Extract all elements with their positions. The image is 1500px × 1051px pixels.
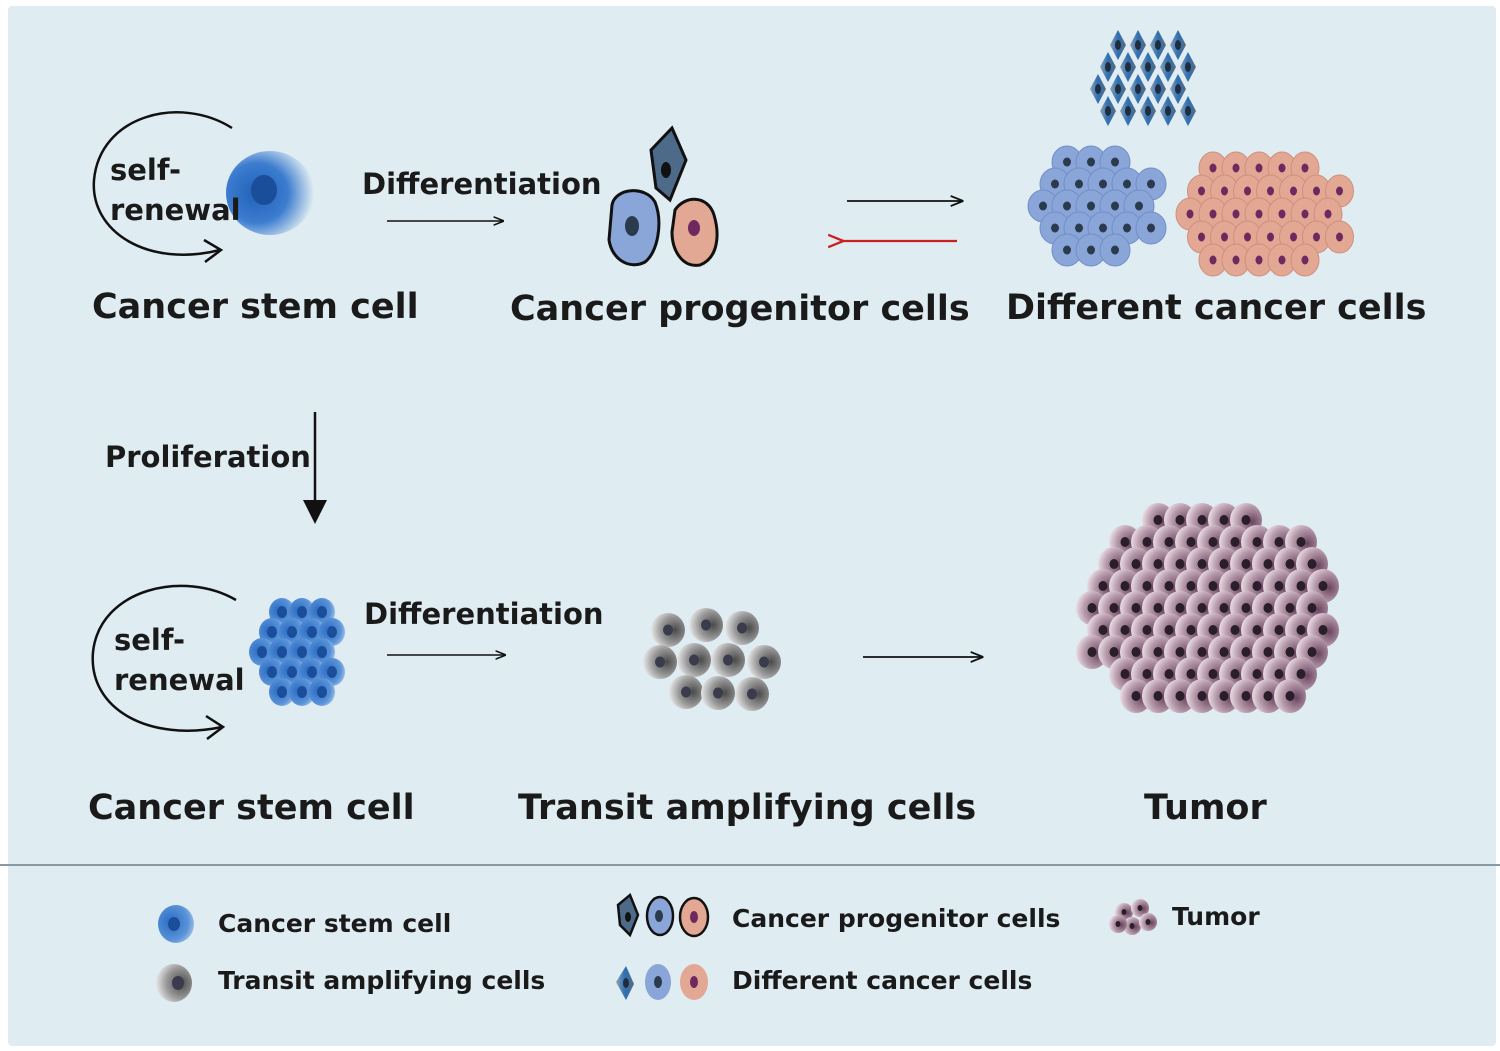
self-renewal-label-top: self- renewal (110, 153, 241, 227)
tumor-cluster (1076, 503, 1339, 713)
cancer-progenitor-cells-title: Cancer progenitor cells (510, 289, 970, 329)
pink-cancer-cell (1221, 243, 1251, 277)
tumor-cell (1208, 679, 1240, 713)
transit-amplifying-cell (747, 645, 781, 679)
dark-cancer-cell-nucleus (1175, 40, 1181, 50)
cancer-stem-cell-title-top: Cancer stem cell (92, 287, 419, 327)
dark-cancer-cell-nucleus (1105, 106, 1111, 116)
legend-tumor-label: Tumor (1172, 902, 1260, 931)
legend-different-icon (616, 964, 708, 1000)
stem-cell (309, 678, 335, 706)
dark-cancer-cell-nucleus (1105, 62, 1111, 72)
transit-amplifying-cell (669, 675, 703, 709)
proliferation-label: Proliferation (105, 440, 311, 474)
tumor-cell (1164, 679, 1196, 713)
stem-cell-cluster (249, 598, 345, 706)
dark-cancer-cell-nucleus (1115, 40, 1121, 50)
legend-different-label: Different cancer cells (732, 966, 1033, 995)
dark-cancer-cell-nucleus (1175, 84, 1181, 94)
blue-cancer-cell (1135, 211, 1167, 245)
dark-cancer-cell-nucleus (1095, 84, 1101, 94)
cancer-stem-cell-title-bottom: Cancer stem cell (88, 788, 415, 828)
dark-cancer-cell-nucleus (1155, 40, 1161, 50)
tumor-cell (1142, 679, 1174, 713)
legend-tumor-icon (1109, 899, 1157, 935)
dark-cancer-cell-nucleus (1125, 106, 1131, 116)
proliferation-arrow (303, 412, 327, 524)
transit-amplifying-cell (735, 677, 769, 711)
legend-stem-icon (158, 905, 194, 943)
transit-amplifying-cell (643, 645, 677, 679)
dark-cancer-cell-nucleus (1185, 62, 1191, 72)
transit-amplifying-cell (677, 643, 711, 677)
tumor-cell (1274, 679, 1306, 713)
progenitor-cells-icon (607, 125, 719, 267)
differentiation-label-bottom: Differentiation (364, 597, 604, 631)
stem-cell (269, 678, 295, 706)
dark-cancer-cell-nucleus (1125, 62, 1131, 72)
transit-amplifying-cells-cluster (643, 608, 781, 711)
legend-transit-label: Transit amplifying cells (218, 966, 546, 995)
transit-amplifying-cell (701, 676, 735, 710)
dark-cancer-cell-nucleus (1135, 40, 1141, 50)
self-renewal-loop-top (92, 111, 233, 263)
transit-amplifying-cell (725, 611, 759, 645)
different-cancer-cells-dark-cluster (1090, 30, 1196, 126)
self-renewal-label-bottom: self- renewal (114, 623, 245, 697)
legend-divider (0, 864, 1500, 866)
transit-amplifying-cell (651, 613, 685, 647)
legend-stem-label: Cancer stem cell (218, 909, 452, 938)
transit-amplifying-cell (689, 608, 723, 642)
tumor-title: Tumor (1144, 788, 1267, 828)
self-renewal-loop-bottom (91, 584, 237, 740)
legend-progenitor-label: Cancer progenitor cells (732, 904, 1061, 933)
dark-cancer-cell-nucleus (1135, 84, 1141, 94)
stem-cell-icon (226, 151, 314, 235)
dark-cancer-cell-nucleus (1165, 62, 1171, 72)
legend-tumor-cell (1109, 915, 1127, 933)
pink-cancer-cell (1290, 243, 1320, 277)
legend-tumor-cell (1131, 899, 1149, 917)
dark-cancer-cell-nucleus (1115, 84, 1121, 94)
blue-cancer-cell (1099, 233, 1131, 267)
pink-cancer-cell (1325, 220, 1354, 254)
tumor-cell (1186, 679, 1218, 713)
blue-cancer-cell (1075, 233, 1107, 267)
dark-cancer-cell-nucleus (1185, 106, 1191, 116)
transit-amplifying-cell (711, 643, 745, 677)
tumor-cell (1230, 679, 1262, 713)
stem-cell (289, 678, 315, 706)
legend-tumor-cell (1139, 913, 1157, 931)
dark-cancer-cell-nucleus (1145, 62, 1151, 72)
legend-transit-icon (156, 964, 192, 1002)
different-cancer-cells-title: Different cancer cells (1006, 288, 1427, 328)
tumor-cell (1120, 679, 1152, 713)
differentiation-label-top: Differentiation (362, 167, 602, 201)
pink-cancer-cell (1267, 243, 1297, 277)
dark-cancer-cell-nucleus (1145, 106, 1151, 116)
legend-tumor-cell (1123, 917, 1141, 935)
dark-cancer-cell-nucleus (1165, 106, 1171, 116)
tumor-cell (1076, 635, 1108, 669)
legend-progenitor-icon (616, 892, 710, 938)
dark-cancer-cell-nucleus (1155, 84, 1161, 94)
different-cancer-cells-pink-cluster (1175, 151, 1354, 277)
different-cancer-cells-blue-cluster (1027, 145, 1167, 267)
transit-amplifying-cells-title: Transit amplifying cells (518, 788, 977, 828)
tumor-cell (1252, 679, 1284, 713)
